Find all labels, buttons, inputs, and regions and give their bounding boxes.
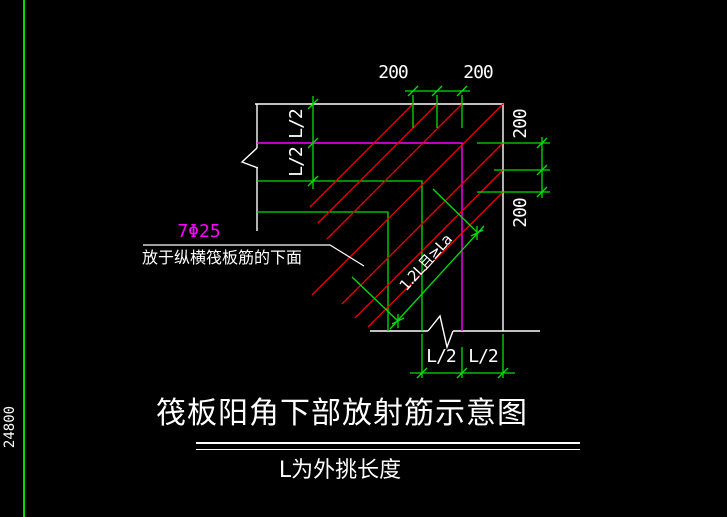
- dim-tick: [536, 137, 548, 149]
- callout-leader-line: [143, 244, 365, 267]
- radial-bar-5: [341, 142, 504, 305]
- radial-bar-4: [311, 103, 504, 296]
- dim-label-right-1: 200: [510, 109, 531, 139]
- dim-tick: [431, 85, 443, 97]
- radial-bar-1: [309, 103, 414, 208]
- drawing-title: 筏板阳角下部放射筋示意图: [156, 396, 528, 431]
- inner-bar-green-1: [257, 180, 423, 331]
- drawing-subtitle: L为外挑长度: [278, 458, 402, 483]
- corner-bar-magenta: [257, 142, 463, 331]
- ruler-label: 24800: [2, 405, 18, 449]
- dim-label-bottom-1: L/2: [426, 346, 456, 367]
- dim-label-top-2: 200: [463, 62, 493, 83]
- dim-tick: [536, 186, 548, 198]
- diagonal-dimension: [351, 188, 485, 330]
- bottom-dimension: [410, 334, 515, 379]
- rebar-spec-label: 7Φ25: [177, 221, 221, 242]
- dim-tick-cross: [470, 229, 484, 237]
- break-symbol-left: [240, 147, 259, 169]
- dim-label-right-2: 200: [510, 198, 531, 228]
- rebar-placement-note: 放于纵横筏板筋的下面: [142, 248, 303, 267]
- dim-tick: [307, 98, 319, 110]
- dim-label-left-2: L/2: [286, 147, 307, 177]
- dim-label-left-1: L/2: [286, 109, 307, 139]
- radial-bar-6: [354, 169, 504, 319]
- break-symbol-bottom: [427, 314, 454, 350]
- dim-label-top-1: 200: [378, 62, 408, 83]
- radial-bar-2: [317, 103, 438, 224]
- radial-bar-3: [326, 103, 463, 240]
- right-dimension: [477, 137, 550, 198]
- radial-bar-7: [367, 191, 504, 328]
- dim-tick-cross: [391, 317, 405, 325]
- dim-tick: [407, 85, 419, 97]
- radial-rebar-group: [309, 103, 504, 328]
- dim-tick: [497, 367, 509, 379]
- top-dimension: [405, 85, 470, 128]
- dim-tick: [416, 367, 428, 379]
- dim-tick: [536, 164, 548, 176]
- title-underline-bottom: [196, 449, 580, 450]
- dim-label-bottom-2: L/2: [468, 346, 498, 367]
- dim-tick: [307, 137, 319, 149]
- dim-tick: [456, 85, 468, 97]
- inner-bar-green-2: [257, 211, 389, 331]
- dim-tick: [456, 367, 468, 379]
- left-dimension: [307, 96, 319, 189]
- dim-tick: [307, 175, 319, 187]
- title-underline-top: [196, 442, 580, 444]
